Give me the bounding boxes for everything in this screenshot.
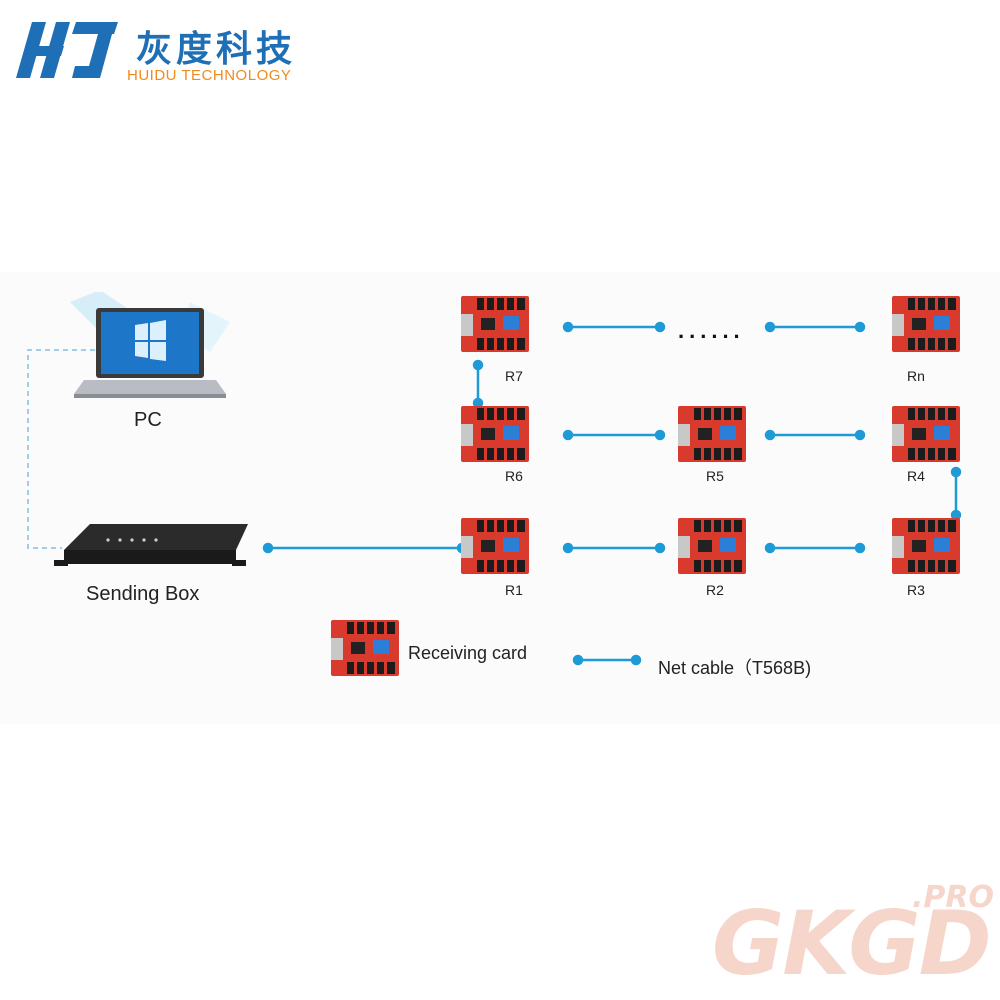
receiving-card-rn — [892, 296, 960, 352]
label-r4: R4 — [886, 468, 946, 484]
label-r7: R7 — [484, 368, 544, 384]
continuation-dots: ...... — [678, 318, 745, 344]
cable-r3-r4 — [952, 468, 960, 519]
receiving-card-r7 — [461, 296, 529, 352]
receiving-card-r1 — [461, 518, 529, 574]
cable-r7-continuation — [564, 323, 664, 331]
receiving-card-r5 — [678, 406, 746, 462]
sending-box-icon — [50, 520, 250, 572]
cable-r5-r6 — [564, 431, 664, 439]
pc-laptop-icon — [40, 292, 240, 402]
label-r1: R1 — [484, 582, 544, 598]
cable-r2-r3 — [766, 544, 864, 552]
receiving-card-r2 — [678, 518, 746, 574]
legend-receiving-card-label: Receiving card — [408, 643, 527, 664]
label-r3: R3 — [886, 582, 946, 598]
label-rn: Rn — [886, 368, 946, 384]
receiving-card-r4 — [892, 406, 960, 462]
cable-box-r1 — [264, 544, 466, 552]
cable-r6-r7 — [474, 361, 482, 407]
gkgd-watermark-suffix: .PRO — [912, 880, 994, 915]
label-r6: R6 — [484, 468, 544, 484]
receiving-card-r3 — [892, 518, 960, 574]
cable-r1-r2 — [564, 544, 664, 552]
receiving-card-r6 — [461, 406, 529, 462]
cable-continuation-rn — [766, 323, 864, 331]
legend-receiving-card-icon — [331, 620, 399, 676]
label-r2: R2 — [685, 582, 745, 598]
pc-label: PC — [134, 409, 162, 432]
sending-box-label: Sending Box — [86, 583, 199, 606]
cable-r4-r5 — [766, 431, 864, 439]
legend-net-cable-sample — [574, 656, 640, 664]
legend-net-cable-label: Net cable（T568B) — [658, 654, 811, 680]
label-r5: R5 — [685, 468, 745, 484]
